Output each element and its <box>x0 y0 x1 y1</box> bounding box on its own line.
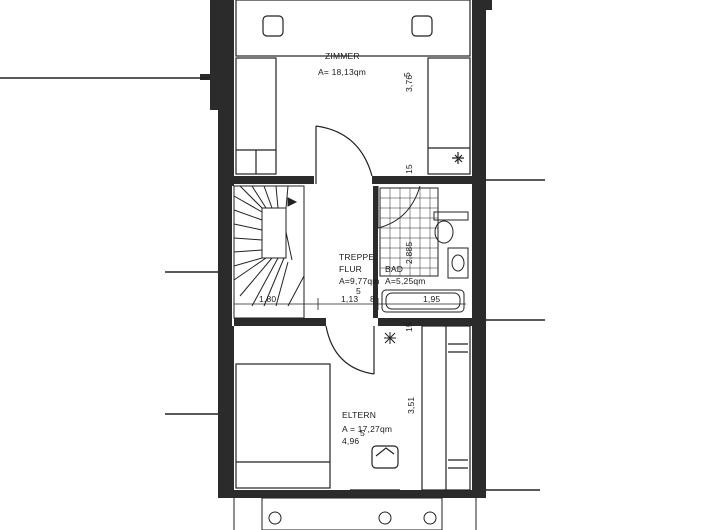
eltern-width-dim: 4,96 <box>342 436 360 446</box>
plant-icon <box>423 511 437 525</box>
bad-area: A=5,25qm <box>385 276 426 286</box>
sink <box>447 247 469 279</box>
flur-width-dim: 1,13 <box>341 294 359 304</box>
plant-icon <box>378 511 392 525</box>
armchair-back <box>375 447 395 457</box>
flur-dimension <box>234 298 466 310</box>
wall-left-outer-top <box>210 0 218 80</box>
sink-basin-icon <box>451 254 465 272</box>
bathtub <box>381 289 465 313</box>
stair-step <box>233 223 263 231</box>
wall-right-stub-top <box>486 0 492 10</box>
eltern-name: ELTERN <box>342 410 377 420</box>
balcony <box>233 497 477 530</box>
chair-left <box>262 15 284 37</box>
stair-step <box>233 257 267 281</box>
zimmer-name: ZIMMER <box>325 51 360 61</box>
wall-right-mid <box>472 186 486 326</box>
stair-step <box>285 185 289 209</box>
stair-step <box>251 185 267 209</box>
toilet-tank <box>433 211 469 221</box>
door-zimmer <box>315 125 373 184</box>
balcony-railing <box>261 497 443 530</box>
zimmer-height-note: 5 <box>402 72 412 77</box>
eltern-furniture <box>235 325 471 491</box>
stair-arrow-line <box>285 231 293 261</box>
stair-step <box>275 261 289 307</box>
chair-right <box>411 15 433 37</box>
bad-fixtures <box>377 185 469 313</box>
stair-core <box>261 207 287 259</box>
wall-zimmer-bottom-right <box>372 176 472 184</box>
wall-right-upper <box>472 0 486 186</box>
wall-left-stub-b <box>210 80 218 110</box>
eltern-area: A = 17,27qm <box>342 424 393 434</box>
bad-width-dim: 1,95 <box>423 294 441 304</box>
wall-lower-dim: 15 <box>404 322 414 332</box>
stair-step <box>251 257 279 307</box>
stair-step <box>233 195 263 213</box>
door-swing-arc <box>325 325 375 375</box>
double-bed <box>235 363 331 489</box>
stair-step <box>233 237 263 241</box>
wall-eltern-top-right <box>378 318 472 326</box>
wall-zimmer-bottom-left <box>234 176 314 184</box>
door-eltern <box>325 325 375 375</box>
stair-step <box>263 185 273 209</box>
stair-width-dim: 1,80 <box>259 294 277 304</box>
flur-width-suffix: 8 <box>370 294 375 304</box>
wall-eltern-top-left <box>234 318 326 326</box>
stair-step <box>239 185 263 209</box>
stair-step <box>275 185 279 209</box>
stair-step <box>233 257 263 267</box>
walls <box>200 0 492 498</box>
armchair-icon <box>371 445 399 469</box>
door-bad-swing <box>377 185 421 229</box>
stair-step <box>287 275 305 307</box>
plant-icon <box>384 332 396 344</box>
door-swing-arc <box>315 125 373 177</box>
zimmer-furniture <box>235 0 471 175</box>
wall-left-mid <box>218 186 232 326</box>
stair-arrow-icon <box>287 197 298 207</box>
wall-left-lower <box>218 326 234 496</box>
bad-name: BAD <box>385 264 404 274</box>
desk-top <box>235 0 471 57</box>
wall-bottom <box>218 490 486 498</box>
flur-width-note: 5 <box>356 286 361 296</box>
flur-area: A=9,77qm <box>339 276 380 286</box>
stair-step <box>233 249 263 253</box>
zimmer-height-dim: 3,76 <box>404 74 414 92</box>
wall-upper-dim: 15 <box>404 164 414 174</box>
wall-right-lower <box>472 326 486 496</box>
wall-left-upper <box>218 0 234 186</box>
plant-icons <box>384 332 396 344</box>
wall-left-stub-a <box>200 74 218 80</box>
toilet-bowl-icon <box>434 220 454 244</box>
treppe-label: TREPPE <box>339 252 375 262</box>
stair-step <box>263 257 285 307</box>
plant-icon <box>268 511 282 525</box>
bed-right <box>427 57 471 175</box>
stair-step <box>239 257 273 297</box>
bathtub-inner <box>385 292 461 310</box>
zimmer-area: A= 18,13qm <box>318 67 367 77</box>
eltern-height-dim: 3,51 <box>406 396 416 414</box>
stair <box>233 185 305 319</box>
neighbour-lines <box>0 77 545 491</box>
wall-bad-left <box>373 186 378 318</box>
wardrobe-hangers <box>448 343 468 469</box>
bad-vertical-dim: 2,885 <box>404 241 414 264</box>
tile-area <box>379 187 439 277</box>
plant-icon <box>452 152 464 164</box>
stair-step <box>233 209 263 221</box>
eltern-width-note: 5 <box>360 428 365 438</box>
flur-label: FLUR <box>339 264 362 274</box>
